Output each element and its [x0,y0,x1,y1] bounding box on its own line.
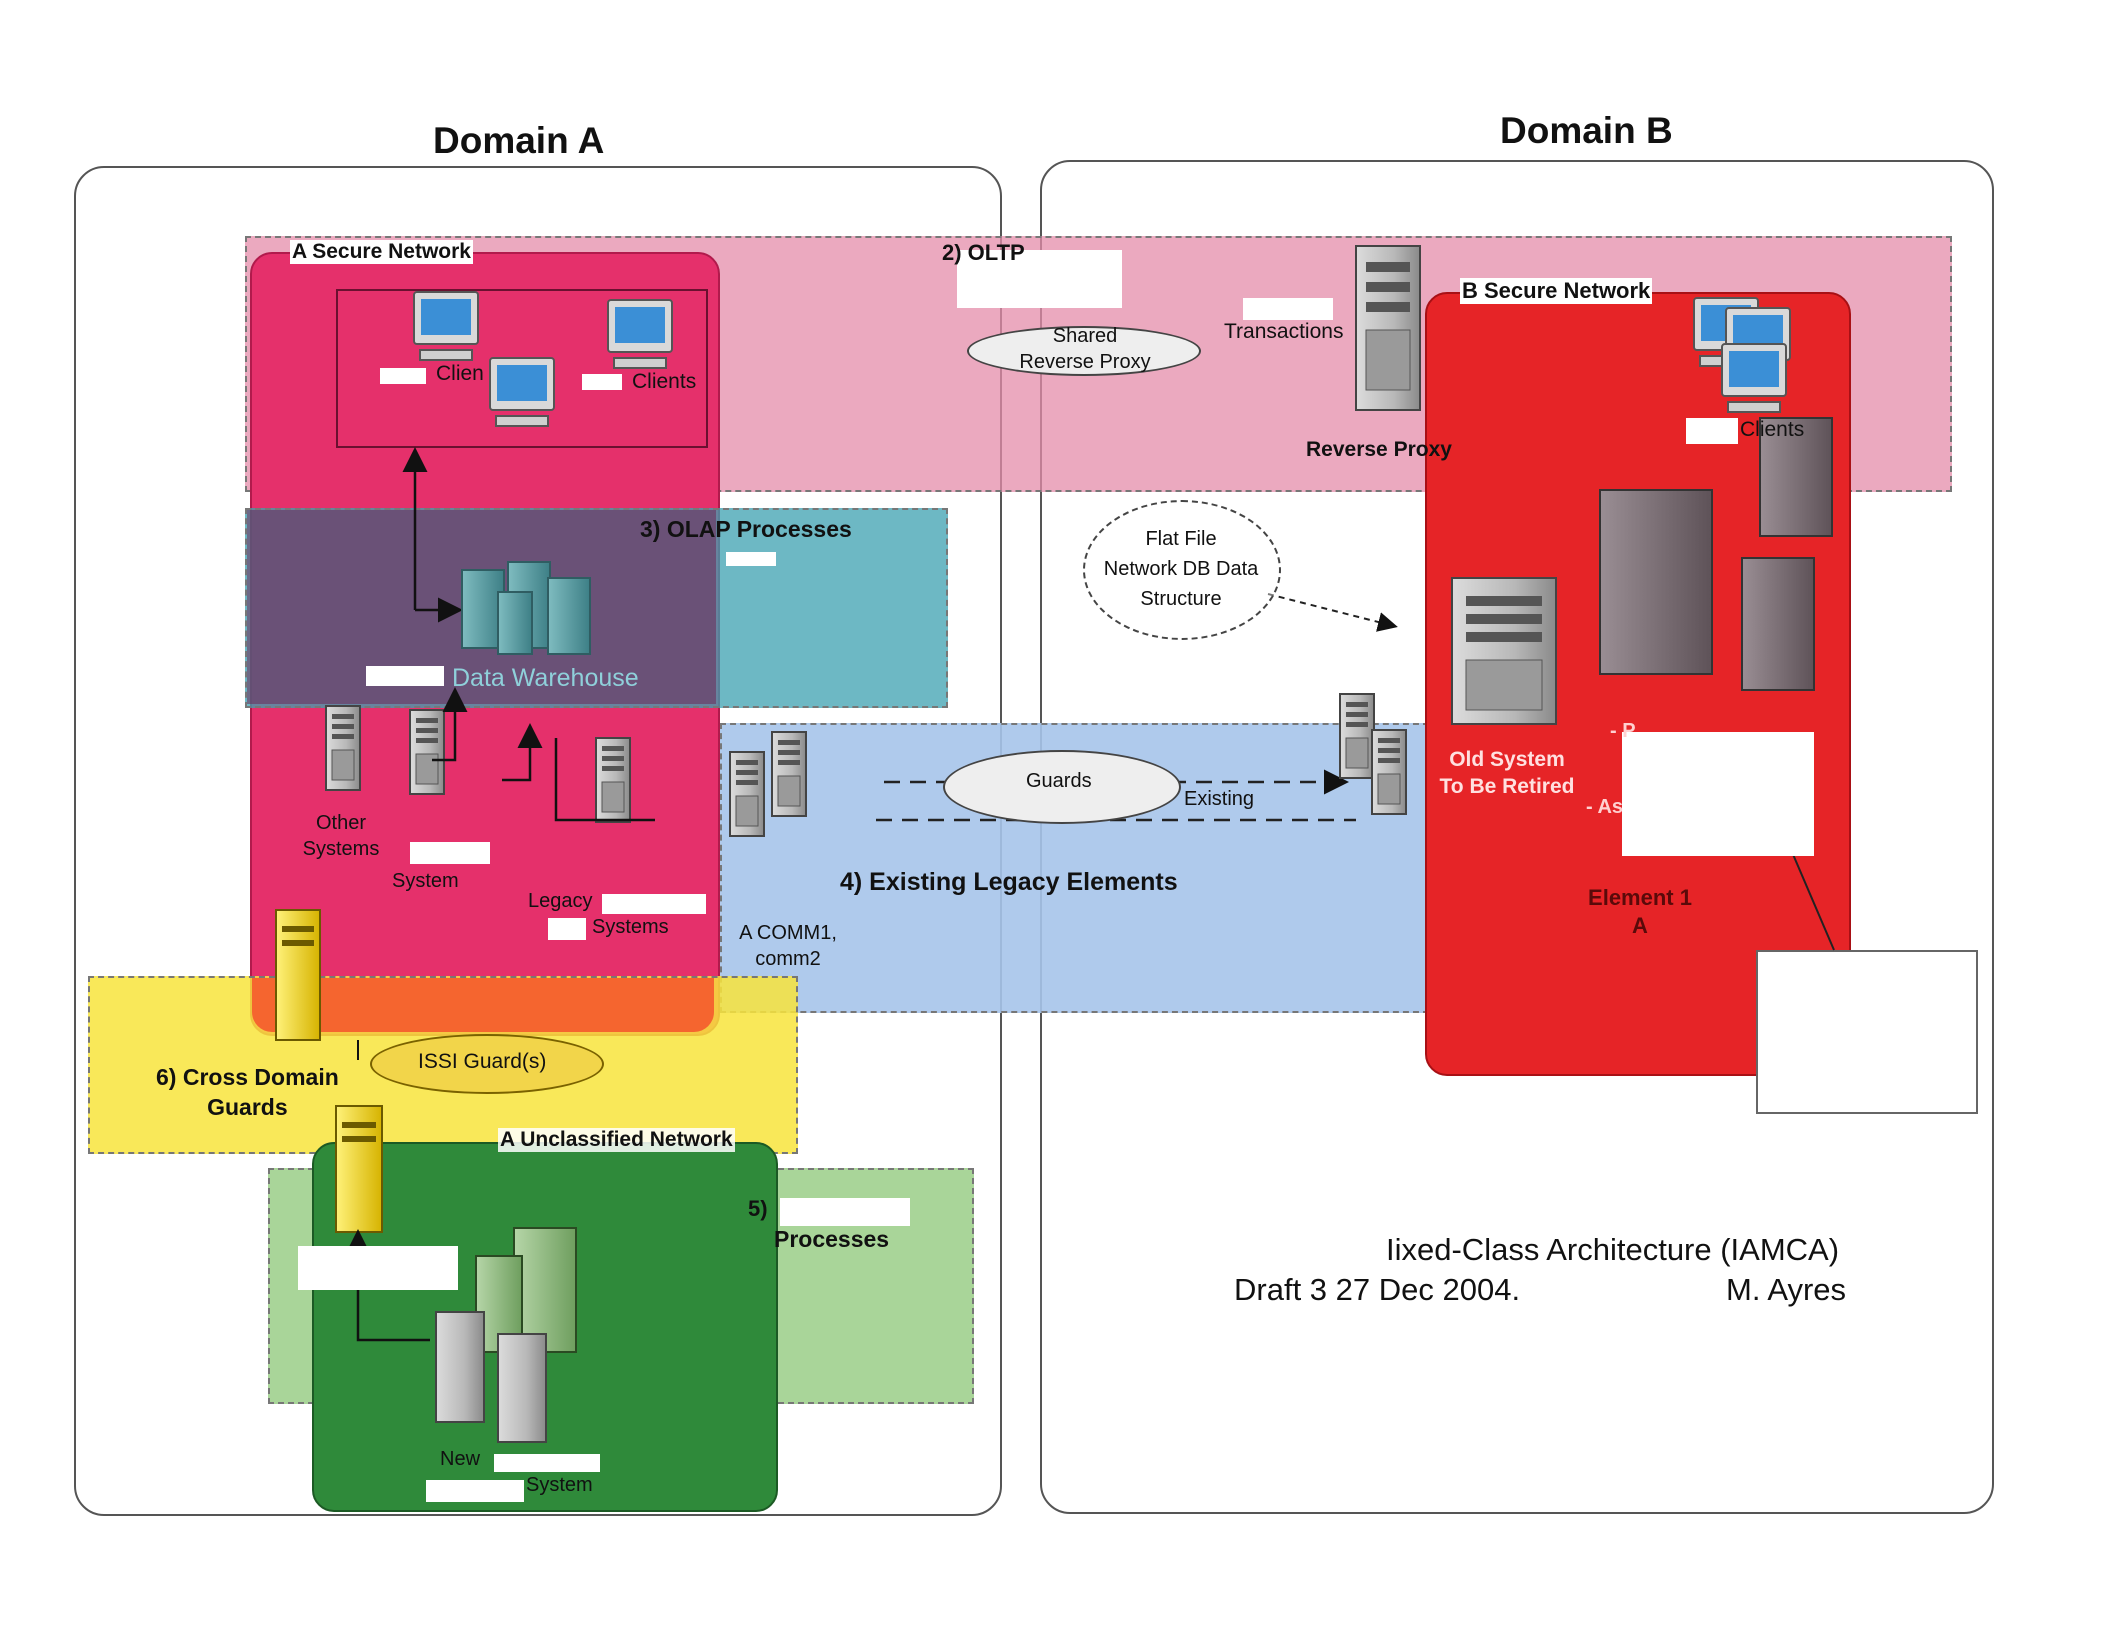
legacy-band-label: 4) Existing Legacy Elements [840,868,1178,896]
b-clients-label: Clients [1740,418,1805,441]
redaction-13 [298,1246,458,1290]
footer-author: M. Ayres [1726,1272,1847,1307]
redaction-9 [602,894,706,914]
data-warehouse-label: Data Warehouse [452,664,639,692]
redaction-3 [380,368,426,384]
domain-b-title: Domain B [1500,110,1673,151]
shared-reverse-proxy-label: Shared Reverse Proxy [1019,325,1151,373]
redaction-1 [957,250,1122,308]
redaction-8 [410,842,490,864]
shared-reverse-proxy-oval [967,326,1201,376]
a-secure-network-label: A Secure Network [290,240,473,264]
clients-right-label: Clients [632,370,697,393]
footer-draft: Draft 3 27 Dec 2004. [1234,1272,1521,1307]
redaction-10 [548,918,586,940]
as-label: - As [1586,796,1624,818]
redaction-14 [494,1454,600,1472]
band-five-label: Processes [774,1226,890,1252]
flat-file-oval [1083,500,1281,640]
redaction-4 [582,374,622,390]
system-tower [409,709,445,795]
existing-tower-1 [1339,693,1375,779]
note-box [1756,950,1978,1114]
clients-box [336,289,708,448]
cross-domain-overlap [252,978,714,1032]
legacy-tower [595,737,631,823]
a-comm-label: A COMM1, comm2 [739,922,837,970]
olap-band-label: 3) OLAP Processes [640,516,852,542]
old-system-label: Old System To Be Retired [1439,748,1575,798]
clients-left-label: Clien [436,362,484,385]
new-system-label-2: System [526,1474,593,1496]
a-unclassified-label: A Unclassified Network [498,1128,735,1152]
other-systems-tower [325,705,361,791]
redaction-5 [1686,418,1738,444]
redaction-6 [726,552,776,566]
redaction-15 [426,1480,524,1502]
comm-tower-1 [729,751,765,837]
oltp-band-label: 2) OLTP [942,240,1025,265]
existing-label: Existing [1184,788,1255,810]
redaction-11 [1622,732,1814,856]
element1-label: Element 1 A [1588,885,1692,938]
system-label: System [392,870,459,892]
issi-guard-label: ISSI Guard(s) [418,1050,547,1073]
issi-guard-oval [370,1034,604,1094]
redaction-2 [1243,298,1333,320]
new-system-label-1: New [440,1448,481,1470]
client-monitor-1 [413,291,479,361]
other-systems-label: Other Systems [302,812,380,860]
transactions-label: Transactions [1224,320,1344,343]
guards-oval [943,750,1181,824]
financials-label: - P [1610,720,1636,742]
systems-label: Systems [592,916,669,938]
reverse-proxy-label: Reverse Proxy [1306,438,1452,461]
client-monitor-3 [607,299,673,369]
footer-title: Iixed-Class Architecture (IAMCA) [1386,1232,1840,1267]
b-client-monitor-3 [1721,343,1787,413]
existing-tower-2 [1371,729,1407,815]
cross-domain-label: 6) Cross Domain Guards [156,1064,339,1120]
redaction-12 [780,1198,910,1226]
redaction-7 [366,666,444,686]
client-monitor-2 [489,357,555,427]
guards-label: Guards [1026,770,1092,792]
b-secure-network-label: B Secure Network [1460,278,1653,304]
comm-tower-2 [771,731,807,817]
band-five-number: 5) [748,1196,768,1221]
legacy-label: Legacy [528,890,593,912]
domain-a-title: Domain A [433,120,605,161]
flat-file-label: Flat File Network DB Data Structure [1103,528,1259,610]
